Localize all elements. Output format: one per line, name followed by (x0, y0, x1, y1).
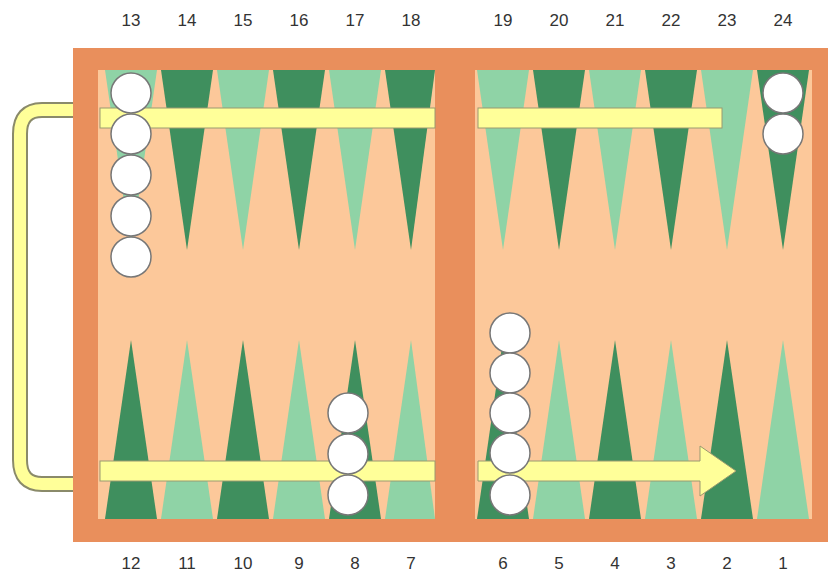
point-number: 11 (178, 555, 196, 572)
point-number: 16 (290, 12, 309, 29)
point-number: 24 (774, 12, 793, 29)
board-frame (73, 48, 828, 542)
checker (111, 73, 803, 515)
point-number: 8 (350, 555, 359, 572)
board-handle (20, 110, 76, 484)
point-number: 15 (234, 12, 253, 29)
point-number: 23 (718, 12, 737, 29)
point-number: 18 (402, 12, 421, 29)
point-number: 10 (234, 555, 253, 572)
point-number: 7 (406, 555, 415, 572)
point-number: 19 (494, 12, 513, 29)
point-number: 12 (122, 555, 141, 572)
point-number: 14 (178, 12, 197, 29)
board-half (475, 70, 812, 519)
point-number: 9 (294, 555, 303, 572)
point-triangles (105, 70, 809, 519)
point-number: 17 (346, 12, 365, 29)
point-number: 2 (722, 555, 731, 572)
direction-arrow (100, 108, 736, 496)
point-number: 22 (662, 12, 681, 29)
point-number: 1 (778, 555, 787, 572)
point-number: 20 (550, 12, 569, 29)
point-number: 3 (666, 555, 675, 572)
point-number: 21 (606, 12, 625, 29)
board-handle (20, 110, 76, 484)
point-number: 6 (498, 555, 507, 572)
point-number: 13 (122, 12, 141, 29)
point-number: 5 (554, 555, 563, 572)
board-half (98, 70, 435, 519)
point-number: 4 (610, 555, 619, 572)
